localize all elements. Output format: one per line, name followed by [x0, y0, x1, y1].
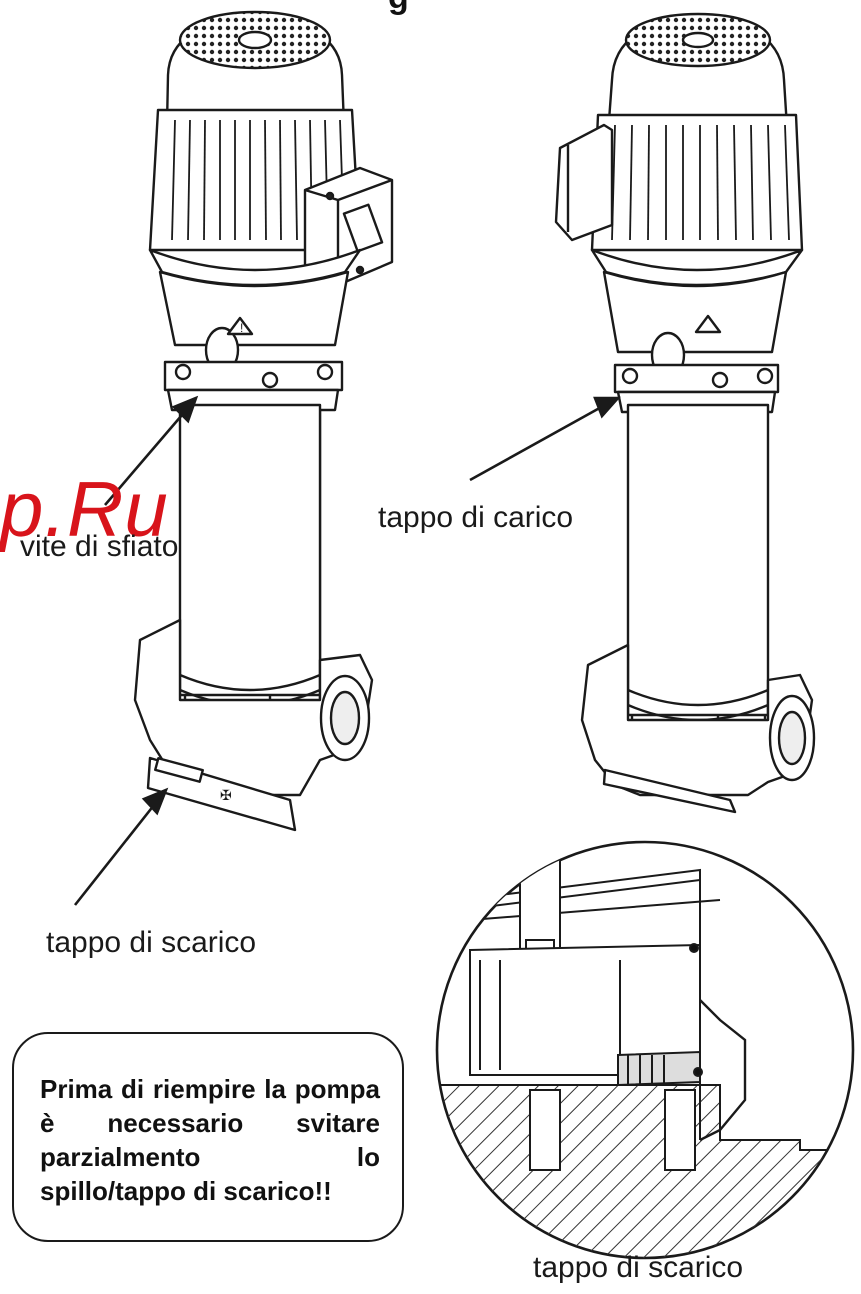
fill-plug-arrowhead	[593, 396, 621, 419]
title-fragment: g	[388, 0, 409, 17]
svg-text:✠: ✠	[220, 787, 232, 803]
svg-text:!: !	[240, 321, 243, 335]
pointer-arrows	[73, 395, 621, 906]
vent-screw-arrow-line	[104, 407, 189, 506]
left-pump: ! ✠	[133, 10, 394, 832]
warning-note-box: Prima di riempire la pompa è necessario …	[12, 1032, 404, 1242]
label-vent-screw: vite di sfiato	[20, 530, 179, 563]
drain-plug-detail	[435, 840, 855, 1260]
label-drain-plug-detail: tappo di scarico	[533, 1251, 744, 1284]
drain-plug-arrowhead	[141, 787, 169, 816]
right-pump	[554, 12, 816, 814]
label-fill-plug: tappo di carico	[378, 501, 574, 534]
label-drain-plug: tappo di scarico	[46, 926, 257, 959]
fill-plug-arrow-line	[469, 403, 606, 482]
vent-screw-arrowhead	[171, 395, 199, 424]
drain-plug-arrow-line	[73, 799, 160, 906]
warning-note-text: Prima di riempire la pompa è necessario …	[40, 1074, 380, 1206]
watermark-text: p.Ru	[0, 465, 169, 553]
